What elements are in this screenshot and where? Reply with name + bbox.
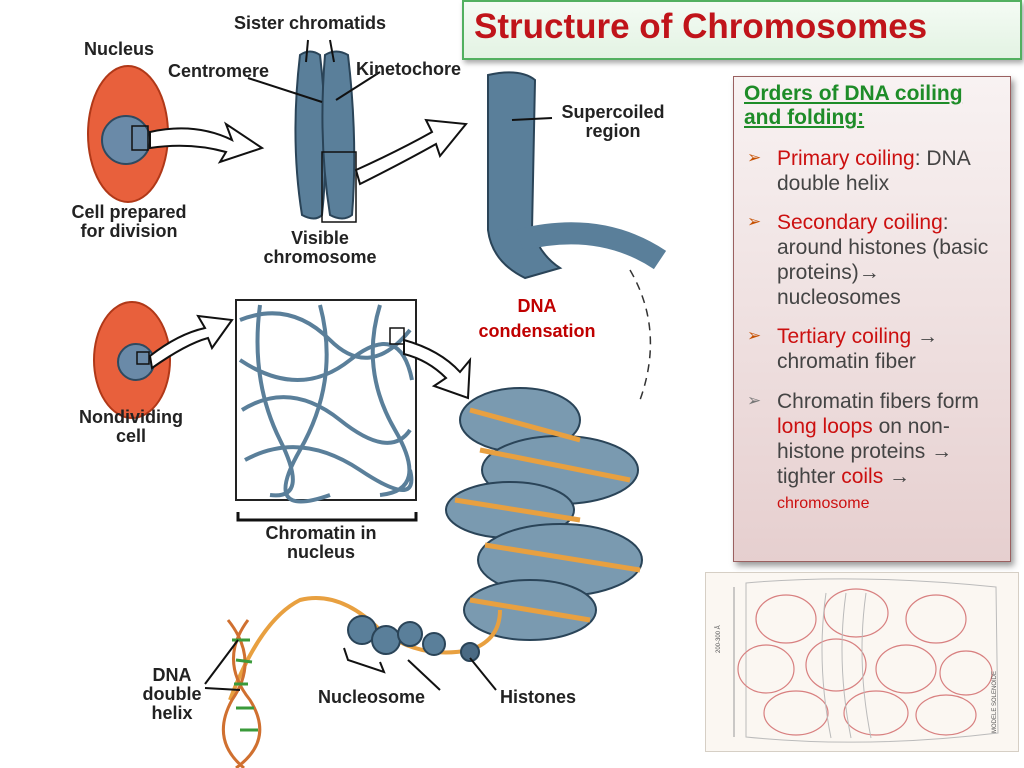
nucleosomes xyxy=(347,615,480,662)
note-text: → chromatin fiber xyxy=(777,325,939,373)
label-nucleosome: Nucleosome xyxy=(318,687,426,707)
label-dna-condensation: DNA condensation xyxy=(478,296,596,341)
label-kinetochore: Kinetochore xyxy=(356,59,462,79)
note-term-2: coils xyxy=(841,465,884,488)
zoom-box-1 xyxy=(131,125,149,151)
label-visible-chromosome: Visible chromosome xyxy=(263,228,377,267)
note-secondary-coiling: Secondary coiling: around histones (basi… xyxy=(777,210,1007,310)
solenoid-model-image: 200-300 Å MODELE SOLENOIDE xyxy=(705,572,1019,752)
bullet-arrow-icon: ➢ xyxy=(747,148,762,167)
chromatid-left xyxy=(294,50,327,220)
coiled-fiber xyxy=(517,222,667,270)
label-cell-prepared: Cell prepared for division xyxy=(71,202,187,241)
note-chromatin-fibers: Chromatin fibers form long loops on non-… xyxy=(777,389,1007,516)
label-centromere: Centromere xyxy=(168,61,270,81)
note-term: Primary coiling xyxy=(777,147,915,170)
note-text: : around histones (basic proteins)→ nucl… xyxy=(777,211,989,309)
note-term: Secondary coiling xyxy=(777,211,943,234)
note-mid: on non-histone proteins → tighter xyxy=(777,415,953,488)
arrow-1 xyxy=(149,121,265,164)
arrow-2 xyxy=(354,118,468,186)
thumb-axis-label: 200-300 Å xyxy=(716,625,722,653)
label-sister-chromatids: Sister chromatids xyxy=(234,13,387,33)
label-supercoiled-region: Supercoiled region xyxy=(561,102,665,141)
label-chromatin-in-nucleus: Chromatin in nucleus xyxy=(265,523,377,562)
note-small: chromosome xyxy=(777,495,870,512)
notes-heading: Orders of DNA coiling and folding: xyxy=(744,82,963,129)
zoom-box-2 xyxy=(321,151,357,223)
supercoiled-region xyxy=(487,71,563,280)
label-nondividing-cell: Nondividing cell xyxy=(79,407,183,446)
note-tail: → xyxy=(883,465,911,488)
slide-title: Structure of Chromosomes xyxy=(474,7,928,46)
thumb-side-label: MODELE SOLENOIDE xyxy=(992,670,998,733)
note-text: : DNA double helix xyxy=(777,147,970,195)
dna-helix xyxy=(221,619,262,768)
chromosome-figure xyxy=(87,39,667,768)
note-primary-coiling: Primary coiling: DNA double helix xyxy=(777,146,1007,196)
note-tertiary-coiling: Tertiary coiling → chromatin fiber xyxy=(777,324,1007,374)
coiled-loops xyxy=(445,387,643,641)
label-histones: Histones xyxy=(500,687,577,707)
dna-strand xyxy=(228,596,502,701)
bullet-arrow-icon: ➢ xyxy=(747,326,762,345)
dividing-cell-nucleus xyxy=(101,115,151,165)
title-box xyxy=(462,0,1022,60)
label-nucleus: Nucleus xyxy=(84,39,155,59)
label-dna-double-helix: DNA double helix xyxy=(142,665,202,723)
arrow-4 xyxy=(403,338,472,400)
note-term: Tertiary coiling xyxy=(777,325,912,348)
arrow-3 xyxy=(148,314,234,370)
chromatid-right xyxy=(321,50,356,220)
bullet-arrow-icon: ➢ xyxy=(747,391,762,410)
note-term: long loops xyxy=(777,415,873,438)
bullet-arrow-icon: ➢ xyxy=(747,212,762,231)
note-lead: Chromatin fibers form xyxy=(777,390,979,413)
notes-panel xyxy=(733,76,1011,562)
